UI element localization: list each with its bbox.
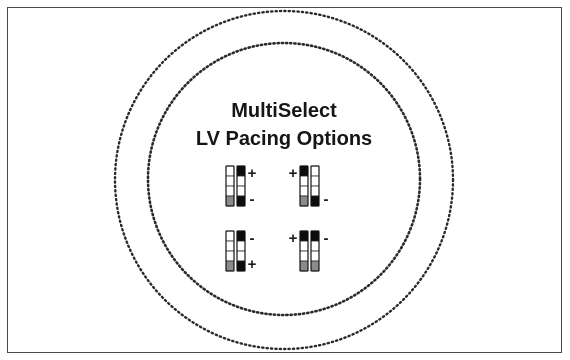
electrode-band-white bbox=[236, 175, 246, 187]
electrode-band-gray bbox=[310, 260, 320, 272]
electrode-band-white bbox=[299, 185, 309, 197]
electrode-lead-left bbox=[299, 230, 309, 272]
electrode-lead-left bbox=[225, 230, 235, 272]
electrode-lead-outline bbox=[299, 165, 309, 207]
electrode-band-black bbox=[236, 165, 246, 177]
electrode-lead-outline bbox=[299, 230, 309, 272]
electrode-band-white bbox=[299, 250, 309, 262]
electrode-band-white bbox=[310, 240, 320, 252]
outer-dotted-ring bbox=[113, 9, 455, 351]
anode-plus-sign: + bbox=[248, 256, 257, 273]
electrode-lead-left bbox=[299, 165, 309, 207]
anode-plus-sign: + bbox=[289, 165, 298, 182]
inner-dotted-ring bbox=[146, 41, 422, 317]
electrode-band-black bbox=[299, 165, 309, 177]
electrode-band-white bbox=[310, 185, 320, 197]
electrode-lead-outline bbox=[225, 165, 235, 207]
electrode-band-white bbox=[310, 250, 320, 262]
anode-plus-sign: + bbox=[248, 165, 257, 182]
electrode-band-white bbox=[225, 240, 235, 252]
option-bottom-right: +- bbox=[289, 230, 329, 272]
electrode-band-white bbox=[236, 185, 246, 197]
electrode-lead-right bbox=[236, 230, 246, 272]
electrode-band-white bbox=[236, 240, 246, 252]
electrode-band-black bbox=[236, 195, 246, 207]
diagram-title-line-2: LV Pacing Options bbox=[196, 128, 372, 150]
electrode-band-gray bbox=[225, 260, 235, 272]
electrode-band-white bbox=[225, 175, 235, 187]
electrode-band-white bbox=[299, 175, 309, 187]
diagram-title-line-1: MultiSelect bbox=[231, 100, 337, 122]
option-top-left: +- bbox=[225, 165, 257, 208]
anode-plus-sign: + bbox=[289, 230, 298, 247]
electrode-lead-outline bbox=[225, 230, 235, 272]
electrode-band-black bbox=[310, 230, 320, 242]
pacing-options-group: +-+--++- bbox=[225, 165, 329, 273]
electrode-band-gray bbox=[299, 260, 309, 272]
electrode-band-white bbox=[310, 165, 320, 177]
electrode-band-white bbox=[225, 185, 235, 197]
electrode-band-gray bbox=[225, 195, 235, 207]
option-top-right: +- bbox=[289, 165, 329, 208]
electrode-lead-right bbox=[236, 165, 246, 207]
electrode-band-black bbox=[236, 230, 246, 242]
electrode-lead-right bbox=[310, 230, 320, 272]
electrode-lead-outline bbox=[236, 230, 246, 272]
electrode-band-white bbox=[225, 165, 235, 177]
electrode-band-white bbox=[299, 240, 309, 252]
electrode-band-black bbox=[310, 195, 320, 207]
electrode-band-white bbox=[225, 250, 235, 262]
electrode-band-gray bbox=[299, 195, 309, 207]
cathode-minus-sign: - bbox=[250, 230, 255, 247]
electrode-band-black bbox=[236, 260, 246, 272]
electrode-lead-outline bbox=[236, 165, 246, 207]
cathode-minus-sign: - bbox=[250, 191, 255, 208]
electrode-lead-outline bbox=[310, 230, 320, 272]
electrode-band-white bbox=[236, 250, 246, 262]
cathode-minus-sign: - bbox=[324, 230, 329, 247]
cathode-minus-sign: - bbox=[324, 191, 329, 208]
electrode-lead-outline bbox=[310, 165, 320, 207]
electrode-lead-right bbox=[310, 165, 320, 207]
option-bottom-left: -+ bbox=[225, 230, 257, 273]
electrode-lead-left bbox=[225, 165, 235, 207]
electrode-band-white bbox=[310, 175, 320, 187]
electrode-band-black bbox=[299, 230, 309, 242]
electrode-band-white bbox=[225, 230, 235, 242]
diagram-frame bbox=[7, 7, 562, 353]
